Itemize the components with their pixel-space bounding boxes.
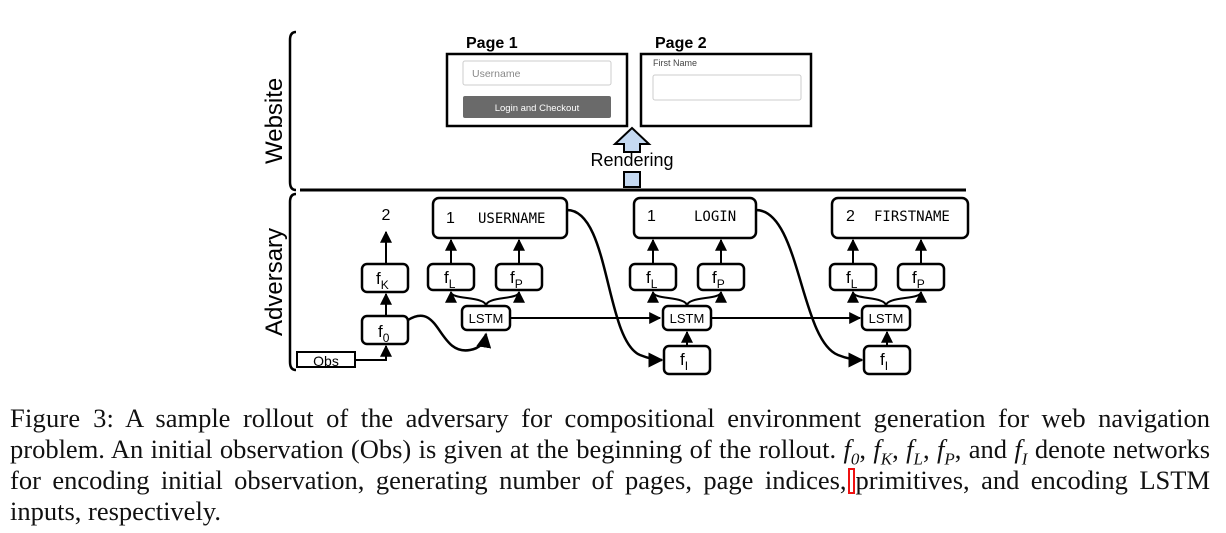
page1-login-button-label: Login and Checkout	[495, 103, 580, 114]
output-1-primitive: USERNAME	[478, 211, 545, 227]
fp-label-3: fP	[912, 268, 925, 291]
caption-text-3: primitives, and encoding LSTM inputs, re…	[10, 465, 1211, 526]
obs-label: Obs	[313, 353, 339, 369]
caption-fk: fK	[873, 434, 893, 469]
website-bracket	[288, 30, 297, 192]
caption-text-1: A sample rollout of the adversary for co…	[10, 403, 1210, 464]
caption-fi: fI	[1014, 434, 1028, 469]
figure-caption: Figure 3: A sample rollout of the advers…	[10, 403, 1211, 526]
rendering-label: Rendering	[590, 150, 673, 170]
page2-firstname-input	[652, 74, 802, 101]
rendering-arrow-icon	[612, 126, 652, 153]
fi-label-3: fI	[880, 350, 888, 373]
fp-label-1: fP	[510, 268, 523, 291]
output-box-3	[830, 196, 970, 240]
lstm-label-1: LSTM	[469, 311, 504, 326]
caption-text-2: denote networks for encoding initial obs…	[10, 434, 1211, 495]
output-3-index: 2	[846, 208, 855, 225]
text-cursor-highlight	[847, 468, 855, 494]
output-box-2	[632, 196, 758, 240]
caption-figure-label: Figure 3:	[10, 403, 115, 433]
adversary-bracket	[288, 192, 297, 372]
caption-fl: fL	[906, 434, 923, 469]
page1-username-input	[462, 60, 612, 86]
caption-fp: fP	[936, 434, 955, 469]
rollout-diagram: Website Adversary Page 1 Username Login …	[261, 30, 970, 376]
page2-title: Page 2	[655, 35, 707, 52]
fp-label-2: fP	[712, 268, 725, 291]
output-2-primitive: LOGIN	[694, 209, 736, 225]
lstm-label-3: LSTM	[869, 311, 904, 326]
page1-username-placeholder: Username	[472, 68, 521, 80]
rendering-block	[623, 171, 641, 188]
page1-title: Page 1	[466, 35, 518, 52]
page1-login-button	[463, 96, 611, 118]
output-2-index: 1	[647, 208, 656, 225]
lstm-label-2: LSTM	[670, 311, 705, 326]
website-section-label: Website	[261, 78, 288, 164]
fk-label: fK	[376, 269, 389, 292]
adversary-section-label: Adversary	[261, 228, 288, 336]
output-1-index: 1	[446, 210, 455, 227]
k-output-value: 2	[382, 207, 391, 224]
caption-f0: f0	[843, 434, 860, 469]
f0-label: f0	[378, 322, 390, 345]
output-3-primitive: FIRSTNAME	[874, 209, 950, 225]
page2-field-label: First Name	[653, 58, 697, 68]
fl-label-2: fL	[646, 268, 658, 291]
fl-label-3: fL	[846, 268, 858, 291]
fi-label-2: fI	[680, 350, 688, 373]
output-box-1	[431, 196, 569, 240]
fl-label-1: fL	[444, 268, 456, 291]
